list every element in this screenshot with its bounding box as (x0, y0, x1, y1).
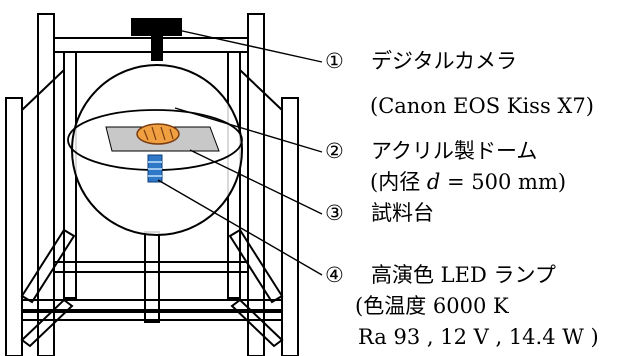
frame-left-post-front (5, 97, 23, 356)
frame-lower-bar-1 (53, 261, 249, 273)
frame-right-post-outer (247, 13, 265, 356)
leader-3 (189, 149, 323, 215)
leader-4 (157, 179, 323, 276)
frame-diagonal-right (228, 228, 284, 304)
camera-body (131, 18, 182, 61)
frame-lower-bar-2 (21, 299, 283, 311)
label-2-detail: (内径 d = 500 mm) (370, 170, 567, 194)
bread-sample (136, 123, 180, 145)
label-1-detail: (Canon EOS Kiss X7) (370, 94, 594, 118)
frame-diagonal-upper-left (21, 69, 65, 111)
leader-2 (174, 107, 323, 153)
label-4-detail-2: Ra 93 , 12 V , 14.4 W ) (358, 325, 599, 349)
leader-1 (159, 25, 323, 63)
frame-right-post-front (281, 97, 299, 356)
frame-left-post-outer (37, 13, 55, 356)
led-lamp (147, 154, 163, 183)
frame-diagonal-left-low (20, 298, 74, 348)
frame-diagonal-upper-right (239, 69, 283, 111)
frame-center-post (144, 231, 160, 323)
label-4-detail-1: (色温度 6000 K (355, 294, 509, 318)
frame-diagonal-right-low (230, 298, 284, 348)
frame-diagonal-left (20, 228, 76, 304)
frame-lower-bar-3 (21, 311, 283, 321)
